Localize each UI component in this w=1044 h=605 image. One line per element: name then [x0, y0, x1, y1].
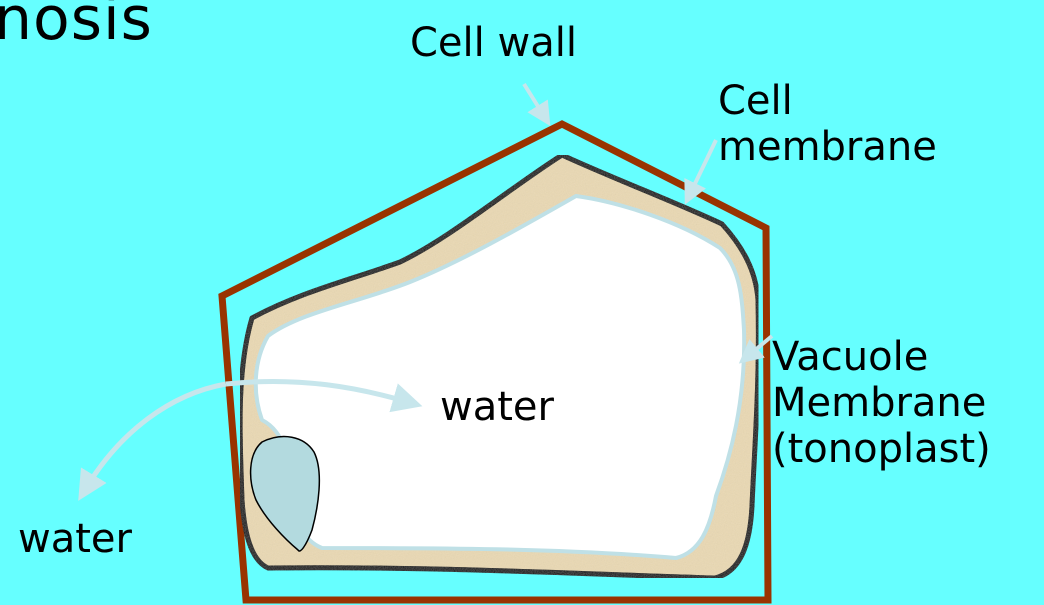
vacuole-membrane-label: Vacuole Membrane (tonoplast) — [772, 334, 991, 472]
cell-membrane-label: Cell membrane — [718, 78, 937, 170]
vacuole-membrane-label-line-3: (tonoplast) — [772, 426, 991, 472]
vacuole-membrane-label-line-2: Membrane — [772, 380, 991, 426]
water-inside-label: water — [440, 384, 554, 430]
water-outside-label: water — [18, 516, 132, 562]
cell-membrane-label-line-2: membrane — [718, 124, 937, 170]
vacuole-membrane-label-line-1: Vacuole — [772, 334, 991, 380]
slide-title-fragment: nosis — [0, 0, 153, 52]
cell-wall-label: Cell wall — [410, 20, 577, 66]
cell-membrane-label-line-1: Cell — [718, 78, 937, 124]
